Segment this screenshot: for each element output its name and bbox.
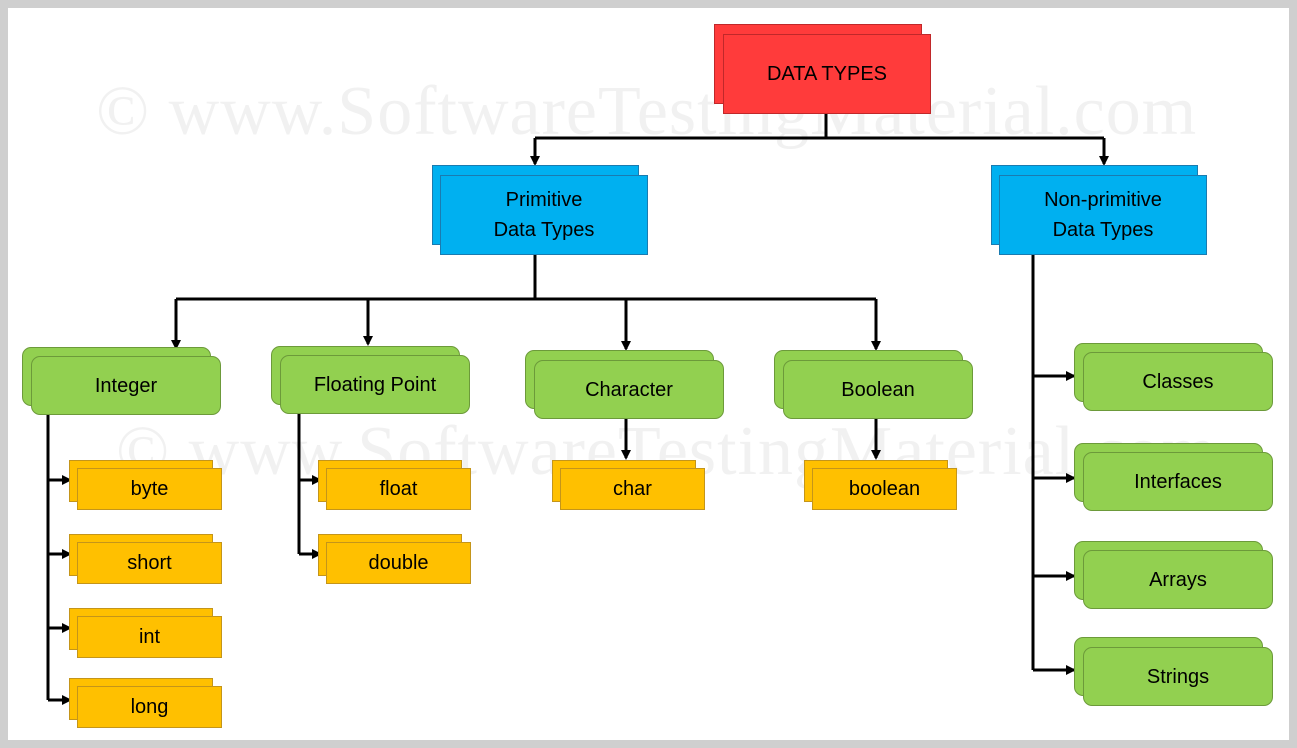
non-primitive-label: Non-primitive Data Types <box>999 175 1207 255</box>
item-strings-label: Strings <box>1083 647 1273 706</box>
item-arrays-label: Arrays <box>1083 550 1273 609</box>
primitive-label: Primitive Data Types <box>440 175 648 255</box>
item-boolean-label: boolean <box>812 468 957 510</box>
item-interfaces-label: Interfaces <box>1083 452 1273 511</box>
item-long-label: long <box>77 686 222 728</box>
group-boolean-label: Boolean <box>783 360 973 419</box>
item-byte-label: byte <box>77 468 222 510</box>
item-double-label: double <box>326 542 471 584</box>
group-integer-label: Integer <box>31 356 221 415</box>
item-float-label: float <box>326 468 471 510</box>
root-label: DATA TYPES <box>723 34 931 114</box>
group-floating-point-label: Floating Point <box>280 355 470 414</box>
item-char-label: char <box>560 468 705 510</box>
item-classes-label: Classes <box>1083 352 1273 411</box>
item-short-label: short <box>77 542 222 584</box>
connector-lines <box>46 112 1109 705</box>
diagram-canvas: © www.SoftwareTestingMaterial.com © www.… <box>8 8 1289 740</box>
item-int-label: int <box>77 616 222 658</box>
group-character-label: Character <box>534 360 724 419</box>
